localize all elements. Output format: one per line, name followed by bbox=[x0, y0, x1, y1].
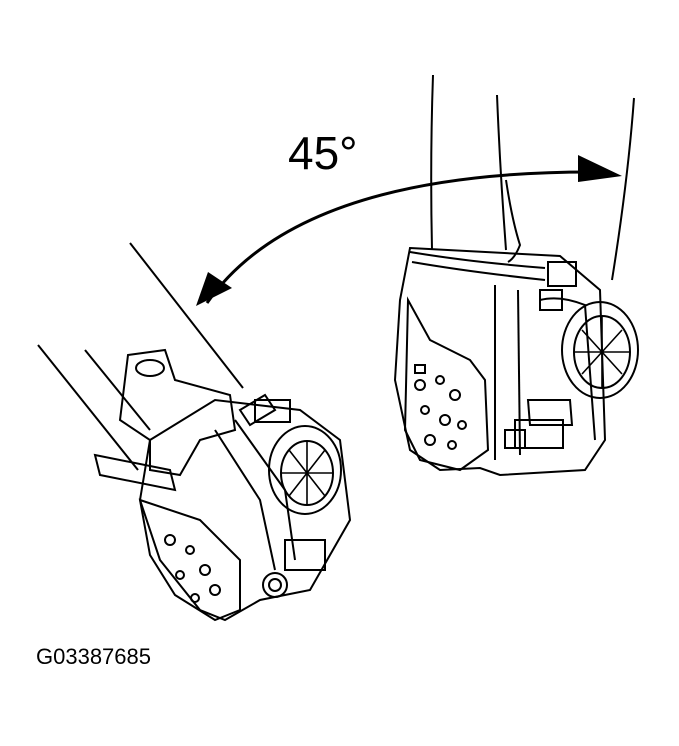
arrowhead-right bbox=[578, 155, 622, 182]
arrowhead-left bbox=[196, 272, 232, 306]
rotation-arc bbox=[207, 172, 600, 303]
actuator-rotated bbox=[38, 243, 350, 620]
actuator-upright bbox=[395, 75, 638, 475]
figure-id: G03387685 bbox=[36, 644, 151, 669]
angle-label: 45° bbox=[288, 127, 358, 179]
